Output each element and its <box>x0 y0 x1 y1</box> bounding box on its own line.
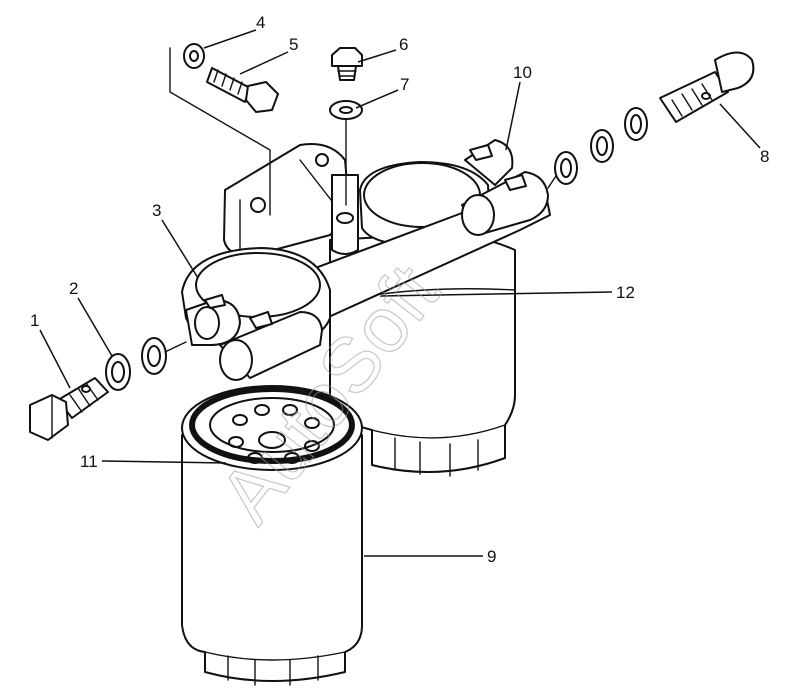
bracket-hole <box>315 153 329 167</box>
callout-2: 2 <box>69 279 78 298</box>
callout-12: 12 <box>616 283 635 302</box>
callout-3: 3 <box>152 201 161 220</box>
callout-8: 8 <box>760 147 769 166</box>
callout-10: 10 <box>513 63 532 82</box>
bracket-guide-line <box>169 47 271 216</box>
callout-6: 6 <box>399 35 408 54</box>
callout-5: 5 <box>289 35 298 54</box>
callout-7: 7 <box>400 75 409 94</box>
filter-head-bracket <box>181 139 551 381</box>
bleed-screw <box>331 47 363 81</box>
washer-right-b <box>590 129 614 163</box>
washer-right-a <box>624 107 648 141</box>
front-filter-cartridge <box>181 385 363 686</box>
callout-11: 11 <box>80 452 98 471</box>
banjo-bolt-left <box>29 377 109 441</box>
bleed-washer <box>329 100 363 120</box>
washer-left-outer <box>105 353 131 391</box>
leader-lines <box>39 29 761 557</box>
mounting-bolt <box>206 67 279 113</box>
washer-right-c <box>554 151 578 185</box>
callout-4: 4 <box>256 13 265 32</box>
bracket-hole <box>250 197 266 213</box>
callout-1: 1 <box>30 311 39 330</box>
washer-left-inner <box>141 337 167 375</box>
banjo-bolt-right <box>659 51 755 123</box>
callout-labels: 1 2 3 4 5 6 7 8 9 10 11 12 <box>30 13 769 566</box>
small-washer <box>183 43 205 69</box>
callout-9: 9 <box>487 547 496 566</box>
sealing-ring <box>189 386 355 464</box>
